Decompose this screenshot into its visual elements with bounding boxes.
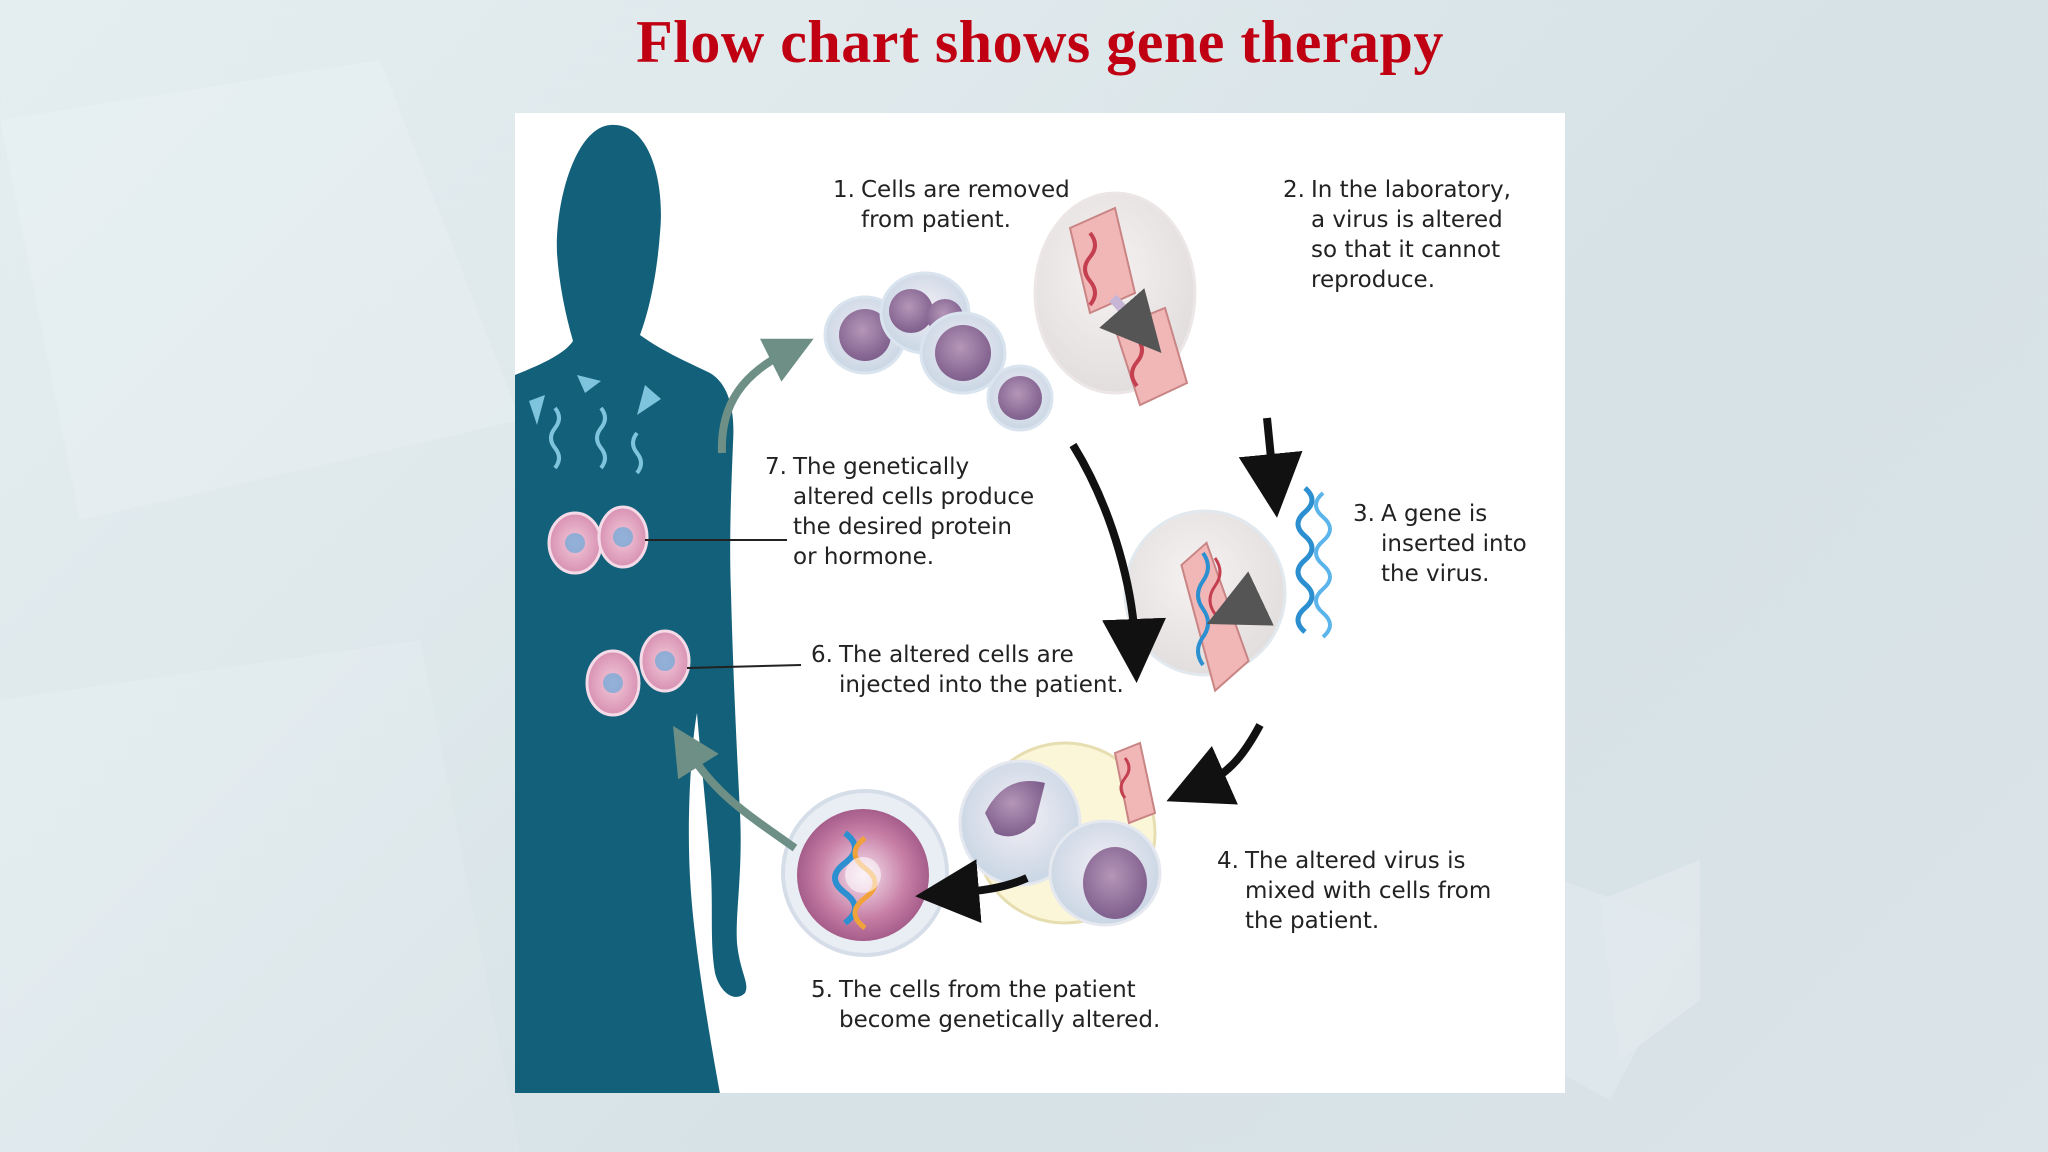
mixed-cells: [958, 741, 1162, 927]
step-1-label: 1.Cells are removed from patient.: [833, 177, 1070, 233]
step-4-label: 4.The altered virus is mixed with cells …: [1217, 848, 1492, 934]
gene-strand: [1295, 486, 1332, 639]
patient-silhouette: [515, 124, 747, 1093]
diagram-artwork: [515, 124, 1332, 1093]
arrow-step1-to-step4: [1069, 442, 1167, 683]
step-2-label: 2.In the laboratory, a virus is altered …: [1283, 177, 1511, 293]
arrow-cells-to-injection: [673, 725, 798, 852]
gene-insertion-bubble: [1123, 509, 1287, 693]
arrow-step2-to-step3: [1238, 417, 1303, 518]
step-7-label: 7.The genetically altered cells produce …: [765, 454, 1035, 570]
leader-line-6: [686, 664, 802, 669]
step-3-label: 3.A gene is inserted into the virus.: [1353, 501, 1527, 587]
slide-title: Flow chart shows gene therapy: [636, 9, 1444, 75]
gene-therapy-diagram: 1.Cells are removed from patient. 2.In t…: [515, 113, 1565, 1093]
arrow-step4-to-step5: [915, 859, 1029, 923]
protein-output-icons: [529, 375, 661, 475]
virus-altered-bubble: [1033, 191, 1197, 407]
arrow-body-to-cells: [717, 338, 814, 454]
arrow-step3-to-step4: [1166, 723, 1264, 805]
step-5-label: 5.The cells from the patient become gene…: [811, 977, 1161, 1033]
injected-cells: [585, 629, 691, 717]
protein-producing-cells: [547, 505, 649, 575]
step-6-label: 6.The altered cells are injected into th…: [811, 642, 1124, 698]
genetically-altered-cell: [781, 789, 949, 957]
removed-cells-cluster: [823, 271, 1054, 432]
